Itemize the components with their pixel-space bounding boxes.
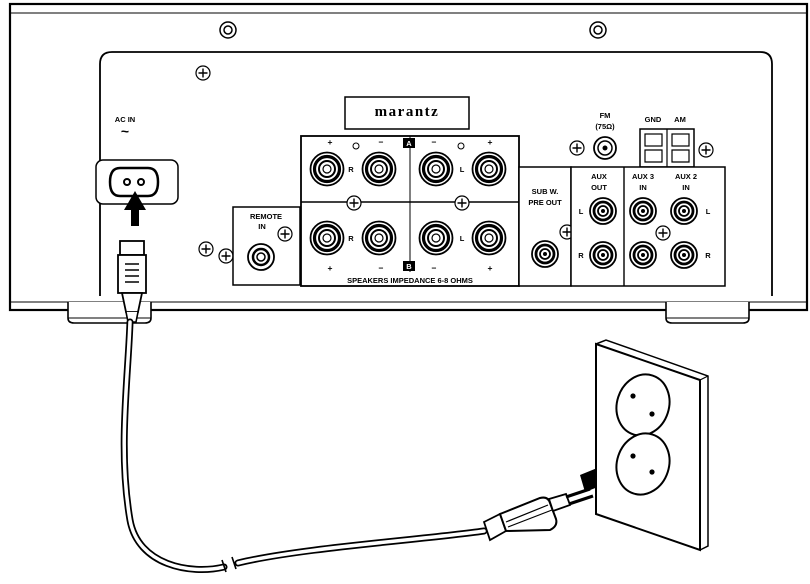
gnd-am-terminals: GND AM bbox=[639, 115, 695, 168]
wall-outlet-icon bbox=[595, 339, 709, 552]
aux-connectors: AUX OUT L R AUX 3 IN AUX 2 IN L R bbox=[570, 166, 726, 287]
aux3-label-2: IN bbox=[639, 183, 647, 192]
screw-icon bbox=[195, 65, 211, 81]
plus-label: + bbox=[488, 137, 493, 147]
fm-label-2: (75Ω) bbox=[595, 122, 615, 131]
screw-icon bbox=[454, 195, 470, 211]
power-cord bbox=[117, 240, 488, 573]
aux-out-right-jack bbox=[588, 240, 618, 270]
ac-inlet: AC IN ~ bbox=[95, 115, 179, 205]
aux-out-label-1: AUX bbox=[591, 172, 607, 181]
left-label: L bbox=[579, 207, 584, 216]
speaker-terminals: A + − − + R L R L + − B − + SPEAKERS IMP… bbox=[300, 135, 520, 287]
minus-label: − bbox=[379, 137, 384, 147]
screw-icon bbox=[198, 241, 214, 257]
screw-icon bbox=[698, 142, 714, 158]
minus-label: − bbox=[432, 137, 437, 147]
speaker-b-left-plus-terminal bbox=[470, 219, 508, 257]
remote-in-jack bbox=[247, 243, 275, 271]
right-label: R bbox=[348, 165, 354, 174]
screw-icon bbox=[569, 140, 585, 156]
aux2-in-left-jack bbox=[669, 196, 699, 226]
remote-in-label-1: REMOTE bbox=[250, 212, 282, 221]
screw-icon bbox=[218, 248, 234, 264]
aux3-in-left-jack bbox=[628, 196, 658, 226]
speaker-a-left-plus-terminal bbox=[470, 150, 508, 188]
aux2-in-right-jack bbox=[669, 240, 699, 270]
ac-in-label: AC IN bbox=[115, 115, 135, 124]
speaker-b-label: B bbox=[406, 262, 412, 271]
minus-label: − bbox=[432, 263, 437, 273]
speaker-a-right-plus-terminal bbox=[308, 150, 346, 188]
gnd-label: GND bbox=[645, 115, 662, 124]
arrow-up-icon bbox=[124, 191, 146, 226]
plus-label: + bbox=[328, 137, 333, 147]
aux-out-label-2: OUT bbox=[591, 183, 607, 192]
fm-antenna-jack bbox=[593, 136, 617, 160]
ac-symbol: ~ bbox=[121, 123, 129, 139]
screw-icon bbox=[346, 195, 362, 211]
right-label: R bbox=[348, 234, 354, 243]
aux2-label-2: IN bbox=[682, 183, 690, 192]
aux-out-left-jack bbox=[588, 196, 618, 226]
speaker-a-tag bbox=[403, 138, 415, 148]
plus-label: + bbox=[488, 263, 493, 273]
foot-right bbox=[665, 302, 750, 324]
speaker-b-left-minus-terminal bbox=[417, 219, 455, 257]
iec-connector bbox=[117, 240, 147, 323]
sub-w-label-2: PRE OUT bbox=[528, 198, 562, 207]
screw-icon bbox=[277, 226, 293, 242]
speaker-a-left-minus-terminal bbox=[417, 150, 455, 188]
left-label: L bbox=[460, 165, 465, 174]
sub-woofer-pre-out: SUB W. PRE OUT bbox=[518, 166, 575, 287]
fm-antenna-section: FM (75Ω) bbox=[569, 111, 617, 160]
power-plug-icon bbox=[482, 487, 594, 542]
remote-in-section: REMOTE IN bbox=[232, 206, 301, 286]
left-label: L bbox=[460, 234, 465, 243]
speakers-impedance-label: SPEAKERS IMPEDANCE 6-8 OHMS bbox=[347, 276, 473, 285]
right-label: R bbox=[705, 251, 711, 260]
sub-w-pre-out-jack bbox=[530, 239, 560, 269]
brand-plate: marantz bbox=[344, 96, 470, 130]
speaker-b-tag bbox=[403, 261, 415, 271]
speaker-a-right-minus-terminal bbox=[360, 150, 398, 188]
aux3-label-1: AUX 3 bbox=[632, 172, 654, 181]
mounting-hole-right bbox=[589, 21, 607, 39]
mounting-hole-left bbox=[219, 21, 237, 39]
aux2-label-1: AUX 2 bbox=[675, 172, 697, 181]
fm-label-1: FM bbox=[600, 111, 611, 120]
aux3-in-right-jack bbox=[628, 240, 658, 270]
speaker-b-right-plus-terminal bbox=[308, 219, 346, 257]
am-label: AM bbox=[674, 115, 686, 124]
remote-in-label-2: IN bbox=[258, 222, 266, 231]
speaker-a-label: A bbox=[406, 139, 412, 148]
speaker-b-right-minus-terminal bbox=[360, 219, 398, 257]
minus-label: − bbox=[379, 263, 384, 273]
sub-w-label-1: SUB W. bbox=[532, 187, 559, 196]
right-label: R bbox=[578, 251, 584, 260]
plus-label: + bbox=[328, 263, 333, 273]
screw-icon bbox=[655, 225, 671, 241]
left-label: L bbox=[706, 207, 711, 216]
brand-logo: marantz bbox=[375, 104, 440, 120]
